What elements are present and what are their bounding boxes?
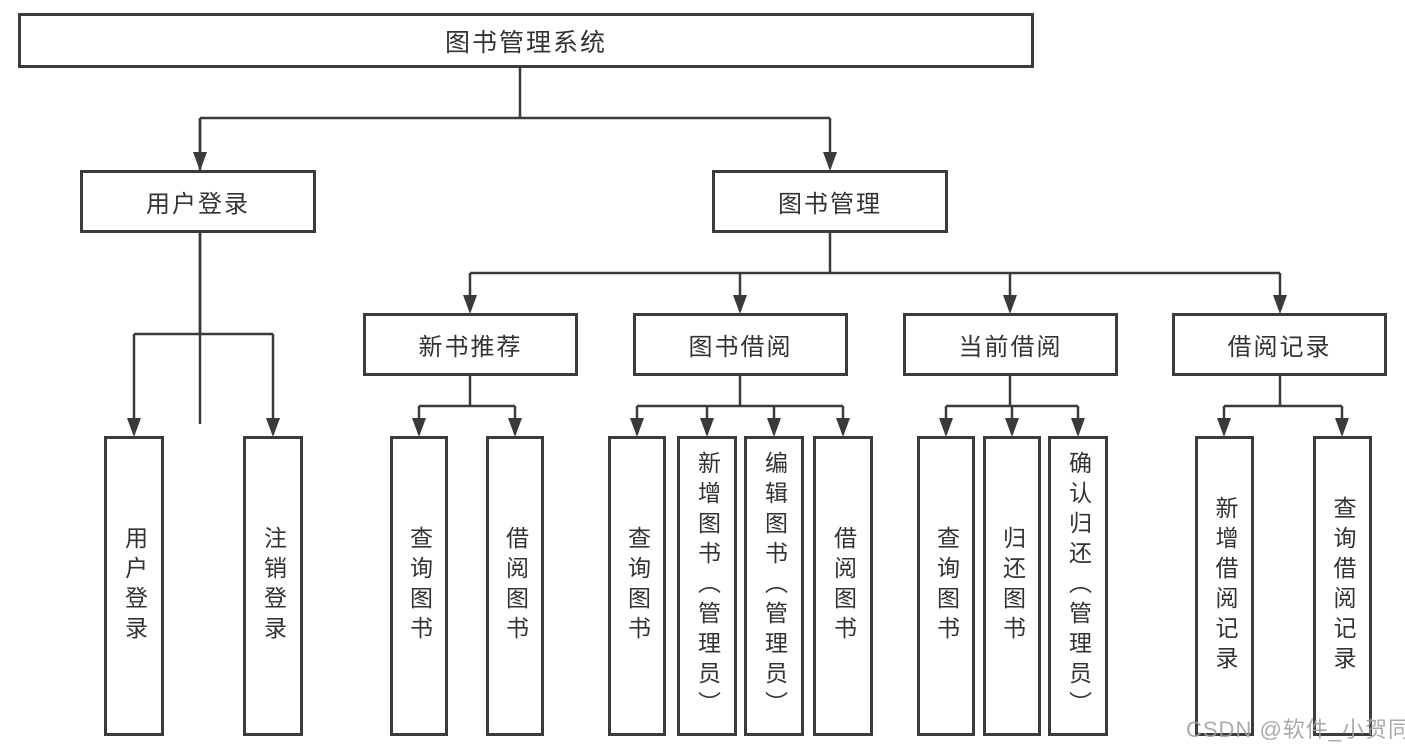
leaf-newbook-query-books: 查询图书: [390, 436, 448, 736]
leaf-logout: 注销登录: [243, 436, 303, 736]
leaf-current-confirm-return-admin: 确认归还（管理员）: [1048, 436, 1108, 736]
leaf-borrow-add-books-admin: 新增图书（管理员）: [677, 436, 737, 736]
connector-root-branch: [198, 68, 832, 424]
leaf-newbook-borrow-books: 借阅图书: [486, 436, 544, 736]
node-new-book-recommend: 新书推荐: [363, 313, 578, 376]
node-library-system: 图书管理系统: [18, 13, 1034, 68]
node-current-borrow: 当前借阅: [903, 313, 1118, 376]
node-book-borrow: 图书借阅: [633, 313, 848, 376]
connector-records-branch: [1222, 376, 1344, 434]
node-book-management: 图书管理: [712, 170, 948, 233]
connector-login-branch: [132, 233, 275, 434]
arrowheads: [127, 152, 1349, 437]
node-user-login: 用户登录: [80, 170, 316, 233]
leaf-borrow-borrow-books: 借阅图书: [813, 436, 873, 736]
connector-borrow-branch: [635, 376, 845, 434]
leaf-records-query-record: 查询借阅记录: [1313, 436, 1372, 736]
leaf-current-return-books: 归还图书: [983, 436, 1041, 736]
leaf-records-add-record: 新增借阅记录: [1195, 436, 1254, 736]
leaf-user-login: 用户登录: [104, 436, 164, 736]
node-borrow-records: 借阅记录: [1172, 313, 1387, 376]
connector-mgmt-branch: [468, 233, 1282, 311]
leaf-current-query-books: 查询图书: [917, 436, 975, 736]
leaf-borrow-query-books: 查询图书: [608, 436, 666, 736]
leaf-borrow-edit-books-admin: 编辑图书（管理员）: [744, 436, 804, 736]
connector-newbook-branch: [417, 376, 517, 434]
csdn-watermark: CSDN @软件_小贺同学: [1186, 717, 1405, 742]
